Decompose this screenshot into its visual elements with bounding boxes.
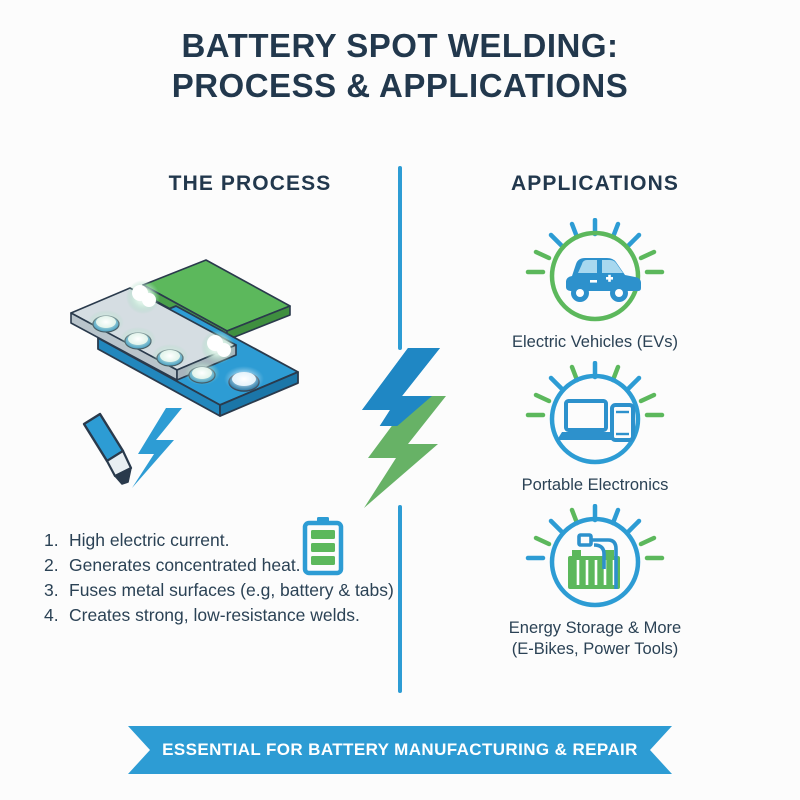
- welding-electrode-pen: [82, 412, 133, 485]
- title-line-1: Battery Spot Welding:: [181, 27, 619, 64]
- title-line-2: Process & Applications: [171, 67, 629, 104]
- application-item-portable-electronics: Portable Electronics: [440, 361, 750, 496]
- spark-lightning-bolt: [132, 408, 182, 488]
- battery-pack-icon: [525, 504, 665, 608]
- radiating-rays: [525, 504, 665, 561]
- electric-car-icon: [525, 218, 665, 322]
- section-heading-process: The Process: [168, 172, 332, 195]
- column-divider-bottom: [398, 505, 402, 693]
- list-item-text: Creates strong, low-resistance welds.: [69, 605, 360, 625]
- list-item: 2. Generates concentrated heat.: [44, 553, 394, 578]
- list-item-number: 4.: [44, 605, 59, 625]
- list-item: 1. High electric current.: [44, 528, 394, 553]
- battery-charge-icon: [302, 517, 344, 576]
- center-energy-bolt-icon: [362, 348, 446, 508]
- column-divider-top: [398, 166, 402, 350]
- page-title: Battery Spot Welding: Process & Applicat…: [0, 26, 800, 106]
- process-steps-list: 1. High electric current. 2. Generates c…: [44, 528, 394, 628]
- laptop-phone-icon: [525, 361, 665, 465]
- application-label: Electric Vehicles (EVs): [512, 333, 678, 351]
- list-item: 4. Creates strong, low-resistance welds.: [44, 603, 394, 628]
- application-label: Portable Electronics: [521, 476, 669, 494]
- list-item-text: High electric current.: [69, 530, 230, 550]
- spot-welding-illustration: [70, 259, 299, 488]
- laptop-glyph: [557, 399, 615, 440]
- weld-spot-holes: [88, 310, 220, 385]
- application-label: Energy Storage & More (E-Bikes, Power To…: [508, 619, 682, 658]
- list-item-number: 3.: [44, 580, 59, 600]
- charger-cable-glyph: [577, 533, 618, 589]
- list-item-text: Fuses metal surfaces (e.g, battery & tab…: [69, 580, 394, 600]
- section-heading-applications: Applications: [511, 172, 679, 195]
- bottom-banner-ribbon: [128, 726, 672, 774]
- list-item-text: Generates concentrated heat.: [69, 555, 301, 575]
- car-glyph: [566, 258, 641, 302]
- application-item-electric-vehicles: Electric Vehicles (EVs): [440, 218, 750, 353]
- weld-flash-points: [126, 280, 235, 364]
- application-icon-wrap: [440, 504, 750, 616]
- radiating-rays: [525, 361, 665, 418]
- list-item: 3. Fuses metal surfaces (e.g, battery & …: [44, 578, 394, 603]
- list-item-number: 1.: [44, 530, 59, 550]
- application-icon-wrap: [440, 361, 750, 473]
- application-item-energy-storage: Energy Storage & More (E-Bikes, Power To…: [440, 504, 750, 660]
- application-icon-wrap: [440, 218, 750, 330]
- radiating-rays: [525, 218, 665, 275]
- list-item-number: 2.: [44, 555, 59, 575]
- phone-glyph: [610, 403, 635, 442]
- battery-body-glyph: [568, 550, 620, 589]
- applications-list: Electric Vehicles (EVs): [440, 218, 750, 668]
